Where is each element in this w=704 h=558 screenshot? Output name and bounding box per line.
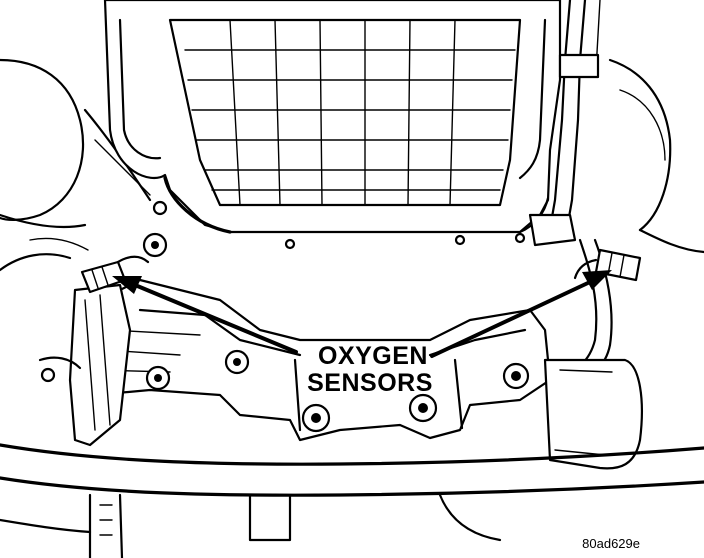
- bolt: [224, 349, 250, 375]
- transmission-oil-pan: [103, 0, 562, 250]
- figure-id: 80ad629e: [582, 536, 640, 551]
- callout-label-line1: OXYGEN: [318, 342, 428, 370]
- left-exhaust-housing: [38, 283, 132, 447]
- bolt: [502, 362, 530, 390]
- pan-grid: [184, 19, 516, 206]
- bolt: [301, 403, 331, 433]
- right-sensor-arrow: [430, 270, 612, 358]
- crossmember-bracket: [83, 232, 552, 442]
- lower-frame-rail: [0, 443, 704, 558]
- callout-label-line2: SENSORS: [307, 369, 433, 397]
- bolt: [142, 232, 168, 258]
- bolt: [408, 393, 438, 423]
- right-exhaust-pipe: [543, 358, 643, 470]
- right-side-tubes: [528, 0, 704, 382]
- left-sensor-arrow: [112, 276, 298, 354]
- bolt: [145, 365, 171, 391]
